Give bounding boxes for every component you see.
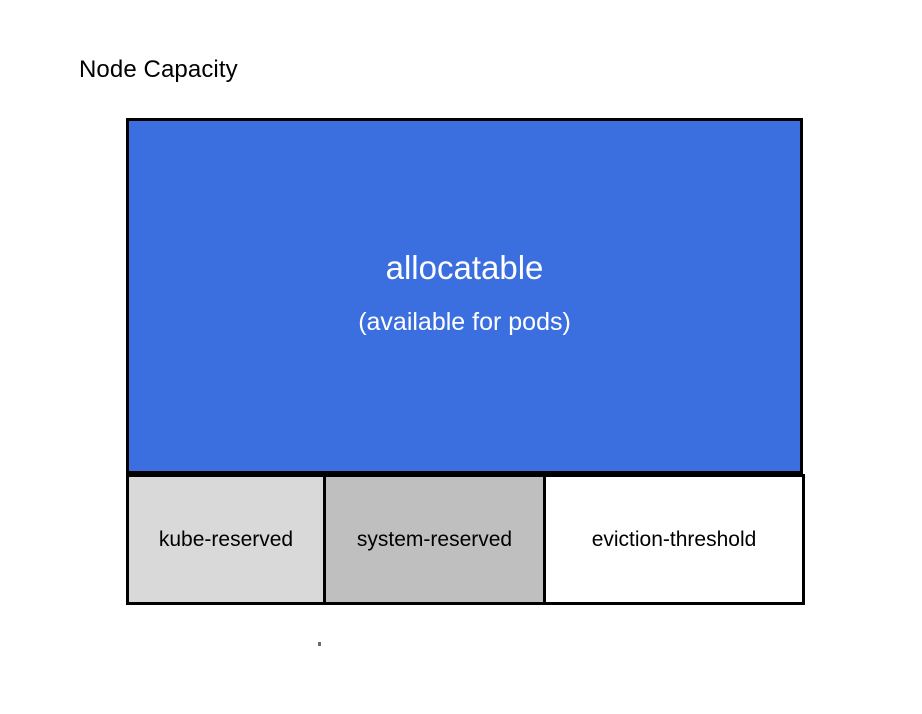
allocatable-sublabel: (available for pods)	[358, 308, 571, 336]
allocatable-label: allocatable	[385, 249, 544, 286]
page-title: Node Capacity	[79, 56, 238, 83]
segment-system-reserved-label: system-reserved	[356, 527, 513, 551]
segment-kube-reserved: kube-reserved	[129, 477, 323, 602]
segment-kube-reserved-label: kube-reserved	[158, 527, 294, 551]
allocatable-block: allocatable (available for pods)	[126, 118, 803, 474]
canvas-speck	[318, 642, 321, 646]
reserved-row: kube-reserved system-reserved eviction-t…	[126, 474, 805, 605]
segment-system-reserved: system-reserved	[323, 477, 543, 602]
segment-eviction-threshold: eviction-threshold	[543, 477, 802, 602]
segment-eviction-threshold-label: eviction-threshold	[591, 527, 757, 551]
